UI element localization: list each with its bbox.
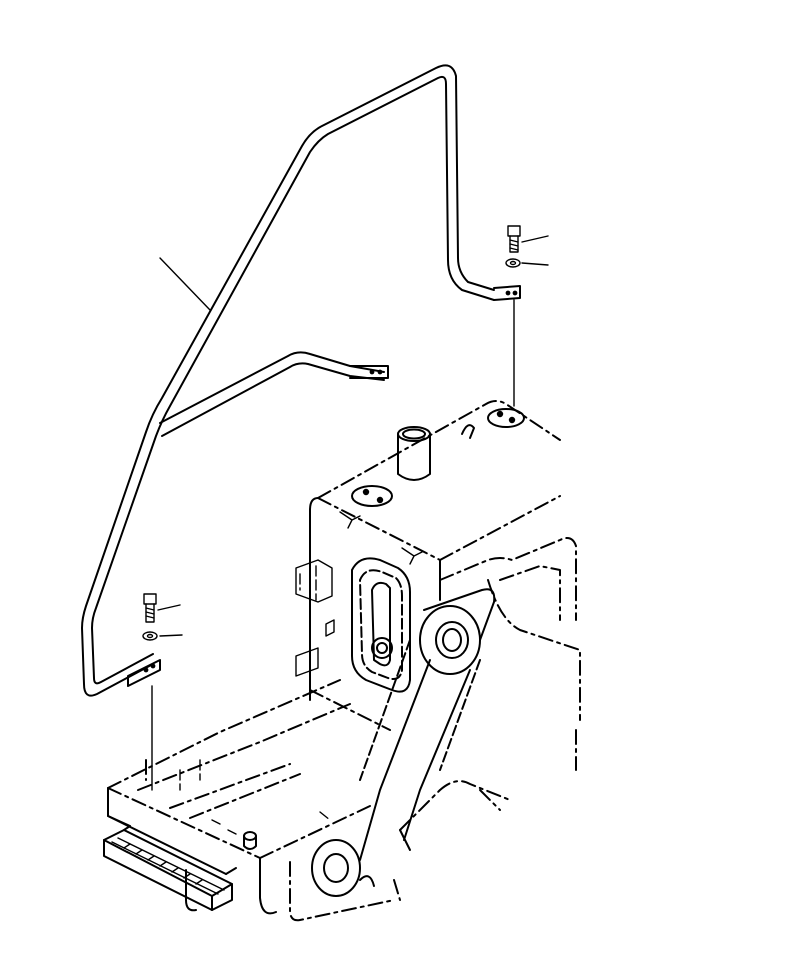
bolt-lower-leader xyxy=(157,604,181,611)
bolt-upper-leader xyxy=(521,235,549,243)
bolt-icon xyxy=(507,225,521,253)
washer-upper-leader xyxy=(521,262,549,266)
tank-icon xyxy=(295,400,561,731)
handrail-leader-line xyxy=(159,257,211,311)
washer-lower-leader xyxy=(159,634,183,637)
step-icon xyxy=(103,679,371,915)
bolt-icon xyxy=(143,593,157,623)
lower-mount-plate-icon xyxy=(127,659,161,687)
upper-mount-plate-icon xyxy=(493,285,521,301)
washer-icon xyxy=(142,631,158,641)
washer-icon xyxy=(505,258,521,268)
handrail-tube-icon xyxy=(81,64,495,697)
cross-bar-plate-icon xyxy=(349,365,389,379)
frame-icon xyxy=(289,537,581,922)
